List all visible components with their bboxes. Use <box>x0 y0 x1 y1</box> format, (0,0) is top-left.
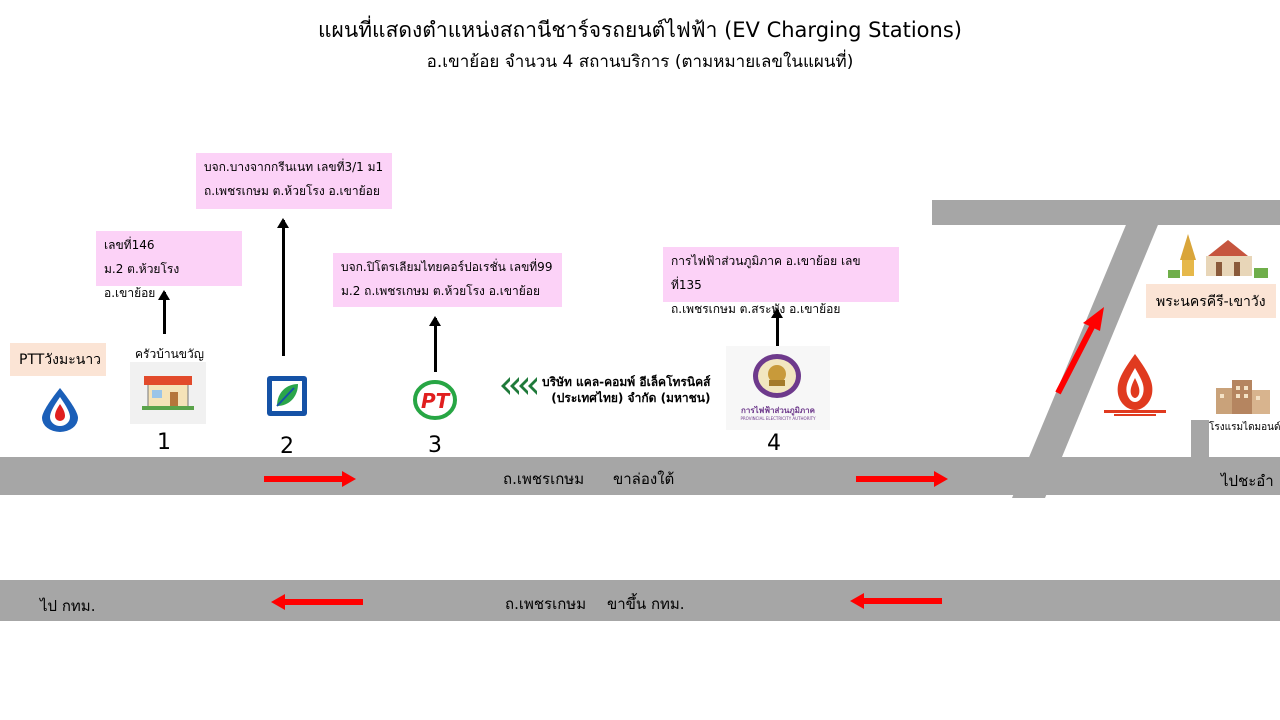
station-2-pointer-arrow <box>277 218 289 356</box>
station-1-address: เลขที่146 ม.2 ต.ห้วยโรง อ.เขาย้อย <box>96 231 242 300</box>
station-3-address-line2: ม.2 ถ.เพชรเกษม ต.ห้วยโรง อ.เขาย้อย <box>341 284 541 298</box>
direction-arrow-left <box>850 593 942 609</box>
south-direction: ขาล่องใต้ <box>613 470 675 488</box>
palace-icon <box>1168 234 1268 278</box>
station-4-number: 4 <box>767 431 781 456</box>
restaurant-label: ครัวบ้านขวัญ <box>135 347 204 361</box>
pea-logo: การไฟฟ้าส่วนภูมิภาค PROVINCIAL ELECTRICI… <box>726 346 830 430</box>
bangchak-logo-icon <box>267 376 307 416</box>
station-3-address: บจก.ปิโตรเลียมไทยคอร์ปอเรชั่น เลขที่99 ม… <box>333 253 562 307</box>
pea-name-en: PROVINCIAL ELECTRICITY AUTHORITY <box>740 416 816 421</box>
direction-arrow-right <box>264 471 356 487</box>
south-road-name: ถ.เพชรเกษม <box>503 470 585 488</box>
hotel-label: โรงแรมไดมอนด์ <box>1209 422 1280 433</box>
map-title: แผนที่แสดงตำแหน่งสถานีชาร์จรถยนต์ไฟฟ้า (… <box>318 18 962 42</box>
calcomp-name-line1: บริษัท แคล-คอมพ์ อีเล็คโทรนิคส์ <box>542 375 711 389</box>
direction-arrow-left <box>271 594 363 610</box>
station-3-number: 3 <box>428 433 442 458</box>
station-2-number: 2 <box>280 434 294 459</box>
station-1-pointer-arrow <box>158 290 170 334</box>
station-2-address-line1: บจก.บางจากกรีนเนท เลขที่3/1 ม1 <box>204 160 384 174</box>
station-1-address-line2: ม.2 ต.ห้วยโรง อ.เขาย้อย <box>104 262 180 300</box>
station-1-number: 1 <box>157 430 171 455</box>
station-2-address: บจก.บางจากกรีนเนท เลขที่3/1 ม1 ถ.เพชรเกษ… <box>196 153 392 209</box>
north-destination: ไป กทม. <box>40 597 96 615</box>
direction-arrow-diagonal <box>1055 307 1104 395</box>
northbound-road <box>0 580 1280 621</box>
palace-label: พระนครคีรี-เขาวัง <box>1146 284 1276 318</box>
calcomp-logo-icon <box>501 377 537 395</box>
calcomp-name-line2: (ประเทศไทย) จำกัด (มหาชน) <box>551 391 711 405</box>
station-3-address-line1: บจก.ปิโตรเลียมไทยคอร์ปอเรชั่น เลขที่99 <box>341 260 553 274</box>
hotel-driveway <box>1191 420 1209 458</box>
pt-logo-icon: PT <box>413 380 457 420</box>
svg-text:PT: PT <box>421 389 451 413</box>
north-road-name: ถ.เพชรเกษม <box>505 595 587 613</box>
ptt-label: PTTวังมะนาว <box>10 343 106 376</box>
southbound-road <box>0 457 1280 495</box>
station-1-address-line1: เลขที่146 <box>104 238 155 252</box>
calcomp-name: บริษัท แคล-คอมพ์ อีเล็คโทรนิคส์ (ประเทศไ… <box>542 374 710 406</box>
map-subtitle: อ.เขาย้อย จำนวน 4 สถานบริการ (ตามหมายเลข… <box>426 52 854 72</box>
direction-arrow-right <box>856 471 948 487</box>
fire-emblem-icon <box>1104 354 1166 416</box>
station-4-address-line1: การไฟฟ้าส่วนภูมิภาค อ.เขาย้อย เลขที่135 <box>671 254 861 292</box>
restaurant-icon <box>130 362 206 424</box>
pea-emblem-icon <box>753 354 801 398</box>
north-direction: ขาขึ้น กทม. <box>607 595 685 613</box>
side-road-diagonal <box>1012 220 1160 498</box>
station-2-address-line2: ถ.เพชรเกษม ต.ห้วยโรง อ.เขาย้อย <box>204 184 380 198</box>
station-4-pointer-arrow <box>771 308 783 348</box>
pea-name: การไฟฟ้าส่วนภูมิภาค <box>741 406 815 415</box>
station-3-pointer-arrow <box>429 316 441 372</box>
station-4-address-line2: ถ.เพชรเกษม ต.สระพัง อ.เขาย้อย <box>671 302 841 316</box>
side-road-top <box>932 200 1280 225</box>
south-destination: ไปชะอำ <box>1221 472 1274 490</box>
station-4-address: การไฟฟ้าส่วนภูมิภาค อ.เขาย้อย เลขที่135 … <box>663 247 899 316</box>
hotel-icon <box>1216 380 1270 414</box>
ptt-logo-icon <box>42 388 78 432</box>
